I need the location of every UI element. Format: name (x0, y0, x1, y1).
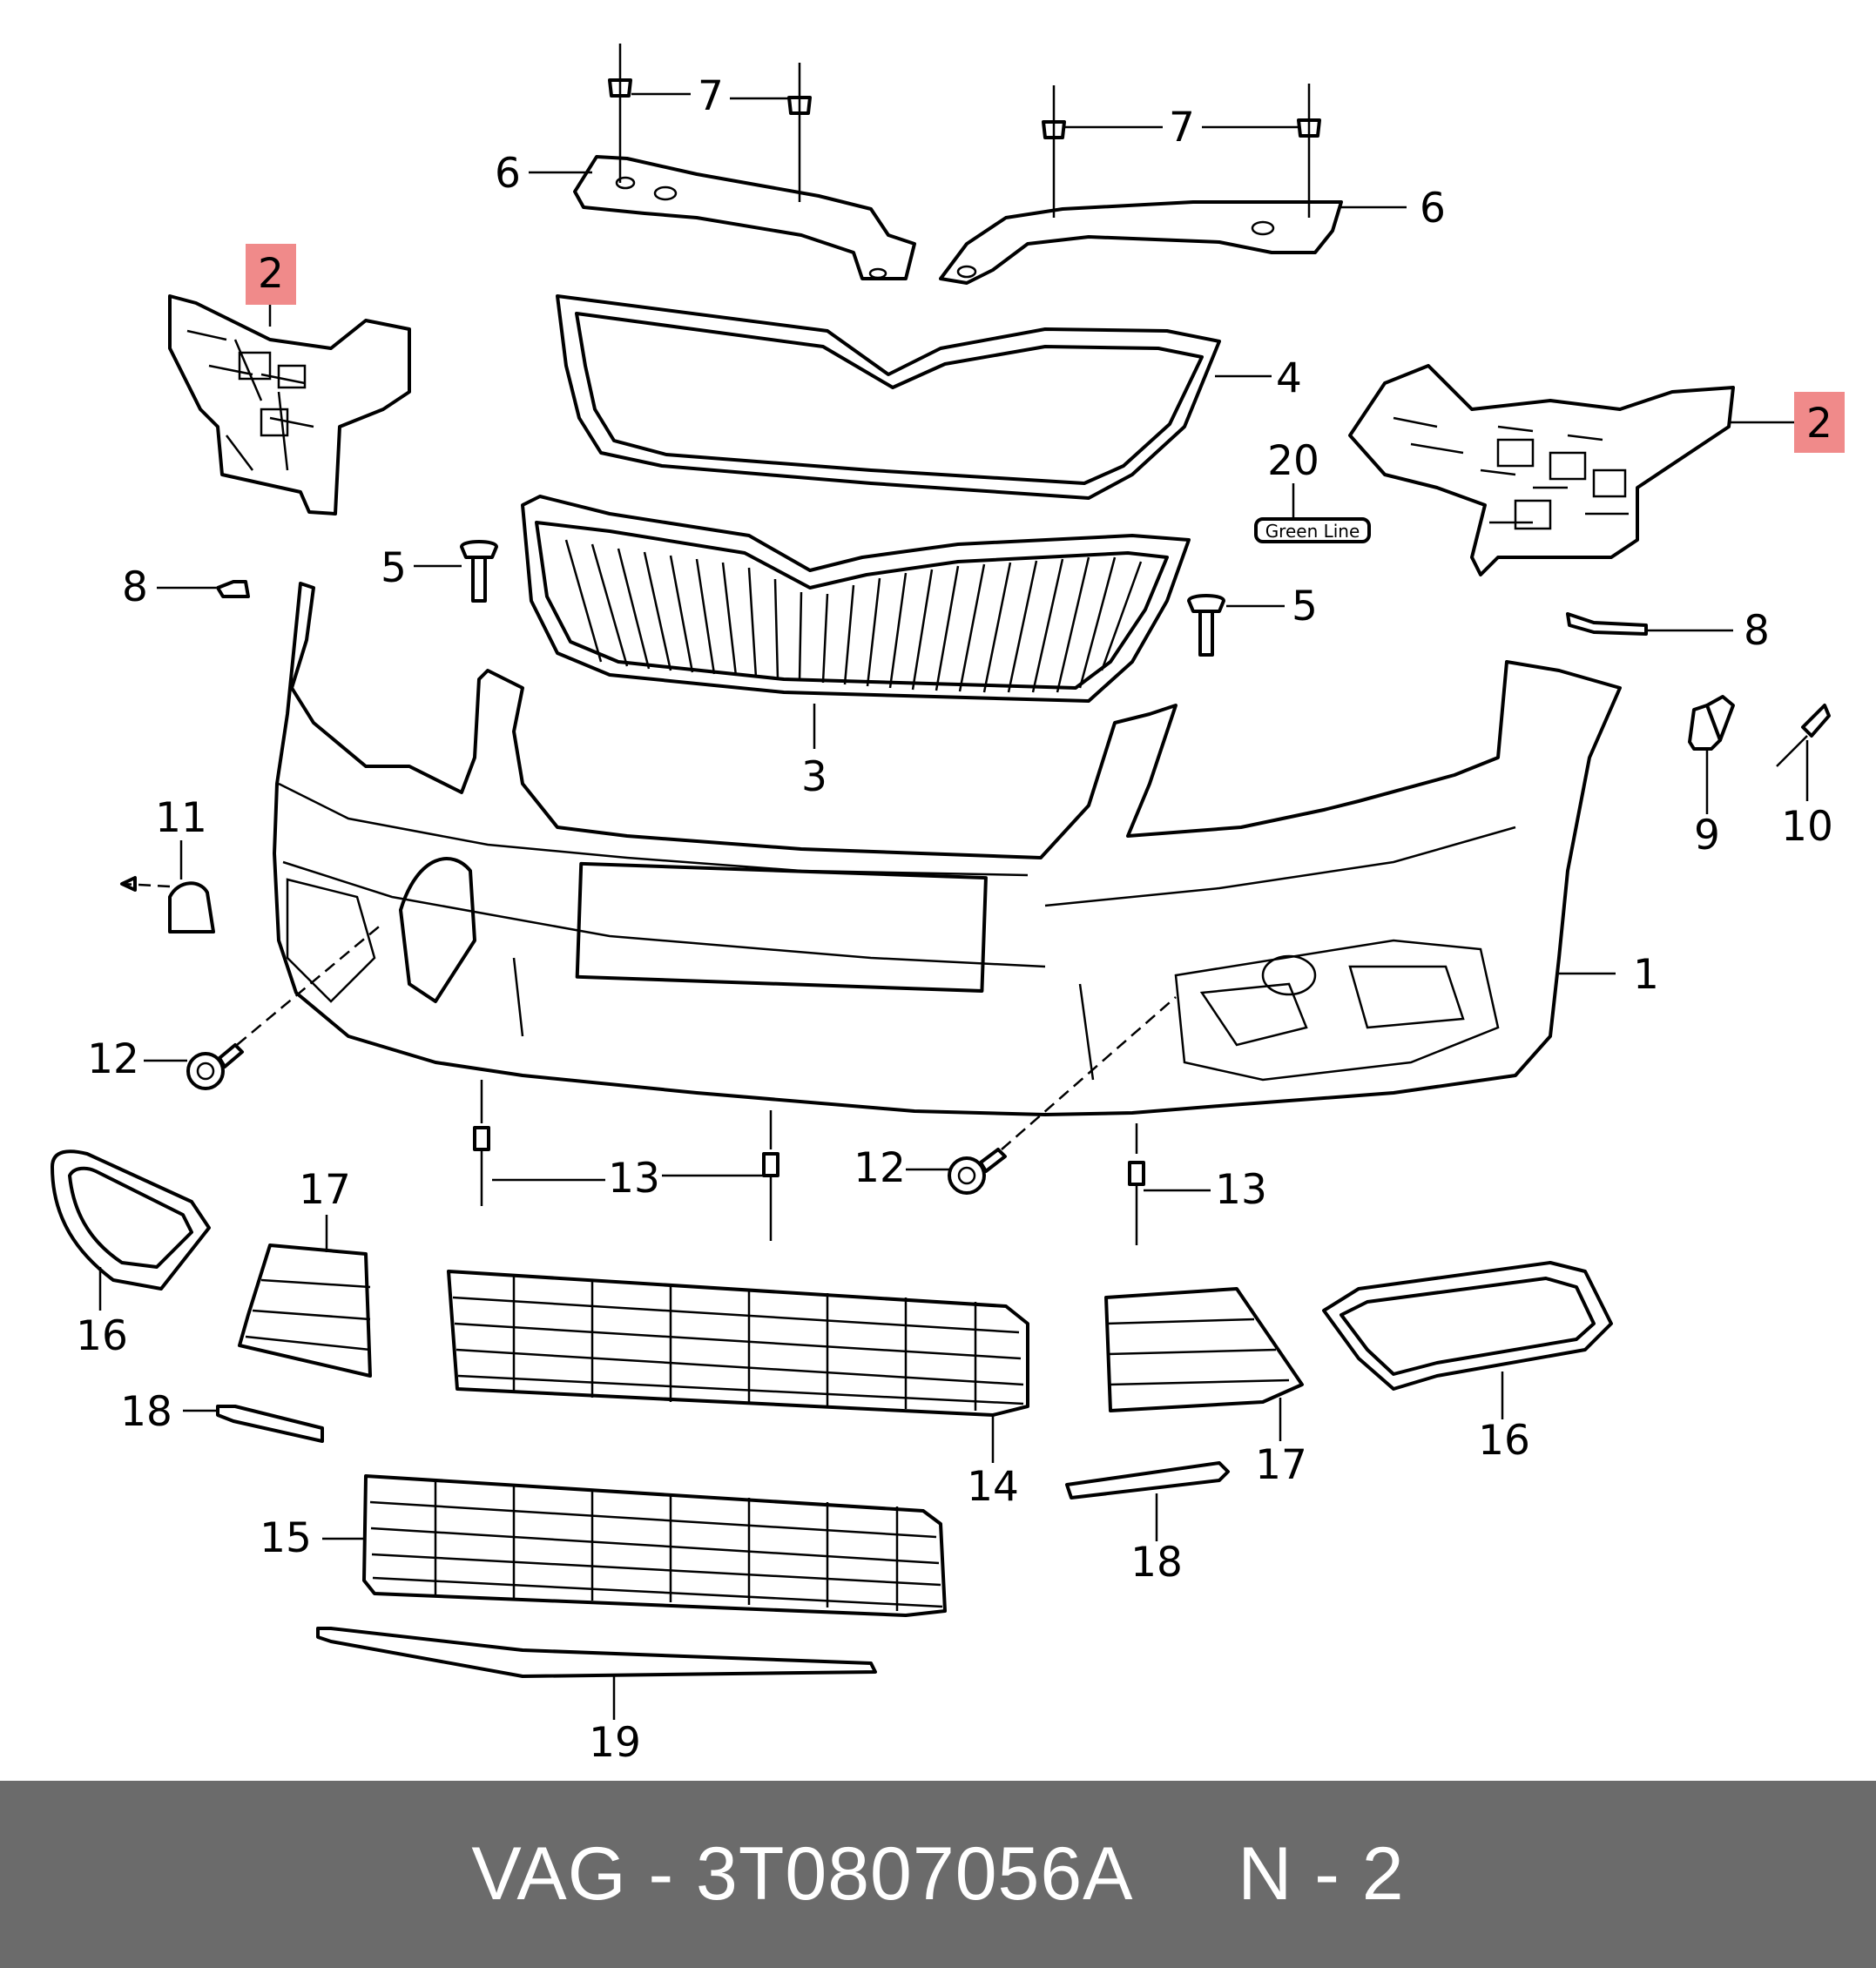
label-7-right: 7 (1169, 104, 1195, 152)
highlight-box-2-left (246, 244, 296, 305)
part-number-text: VAG - 3T0807056A N - 2 (471, 1832, 1405, 1916)
fastener-5-left (460, 540, 498, 603)
label-16-left: 16 (76, 1312, 128, 1360)
label-19: 19 (589, 1719, 641, 1767)
trim-strip-19 (316, 1627, 877, 1678)
part-number-footer: VAG - 3T0807056A N - 2 (0, 1781, 1876, 1968)
cap-11 (120, 876, 215, 933)
label-6-right: 6 (1420, 185, 1446, 233)
fastener-5-right (1187, 594, 1225, 657)
label-7-left: 7 (698, 72, 724, 120)
trim-strip-18-right (1065, 1461, 1230, 1500)
highlight-box-2-right (1794, 392, 1845, 453)
label-17-right: 17 (1255, 1441, 1307, 1489)
label-2-right: 2 (1806, 400, 1832, 448)
label-13-left: 13 (608, 1155, 660, 1203)
label-18-left: 18 (120, 1388, 172, 1436)
label-3: 3 (801, 753, 827, 801)
label-18-right: 18 (1130, 1539, 1183, 1587)
bolt-9 (1688, 695, 1735, 751)
label-8-right: 8 (1744, 607, 1770, 655)
clip-8-left (216, 580, 250, 598)
lower-grille-part (447, 1270, 1029, 1417)
label-5-right: 5 (1292, 583, 1318, 630)
label-1: 1 (1633, 951, 1659, 999)
label-17-left: 17 (299, 1166, 351, 1214)
label-8-left: 8 (122, 563, 148, 611)
bolt-7-d (1297, 84, 1321, 218)
bracket-upper-left-part (573, 155, 916, 280)
green-line-badge: Green Line (1254, 517, 1371, 543)
label-4: 4 (1276, 354, 1302, 402)
bolt-7-b (787, 63, 812, 202)
exploded-parts-diagram: Green Line (51, 44, 1845, 1767)
side-bracket-left-part (168, 294, 411, 516)
grille-insert-right-part (1104, 1287, 1304, 1412)
label-14: 14 (967, 1463, 1019, 1511)
label-12-right: 12 (854, 1144, 906, 1192)
label-13-right: 13 (1215, 1166, 1267, 1214)
label-9: 9 (1694, 812, 1720, 859)
screw-12-right (948, 996, 1177, 1195)
rivet-10 (1776, 704, 1831, 767)
grille-frame-part (556, 294, 1221, 500)
label-12-left: 12 (87, 1035, 139, 1083)
label-15: 15 (260, 1514, 312, 1562)
rivet-13-a (473, 1080, 490, 1206)
bracket-upper-right-part (939, 200, 1343, 285)
lower-center-grille-part (362, 1474, 947, 1617)
label-11: 11 (155, 794, 207, 842)
label-6-left: 6 (495, 150, 521, 198)
bolt-7-c (1042, 85, 1066, 218)
trim-strip-18-left (216, 1405, 324, 1443)
label-10: 10 (1781, 803, 1833, 851)
bolt-7-a (608, 44, 632, 183)
leader-lines (98, 92, 1809, 1720)
grille-insert-left-part (238, 1243, 372, 1378)
radiator-grille-part (521, 495, 1191, 703)
rivet-13-b (762, 1110, 779, 1241)
fog-bezel-right-part (1322, 1261, 1613, 1391)
label-20: 20 (1267, 437, 1319, 485)
clip-8-right (1566, 612, 1648, 636)
callout-labels: 1 2 2 3 4 5 5 6 6 7 7 8 8 9 10 11 12 12 … (76, 72, 1833, 1767)
screw-12-left (186, 922, 384, 1090)
side-bracket-right-part (1348, 364, 1735, 576)
label-2-left: 2 (258, 250, 284, 298)
label-5-left: 5 (381, 544, 407, 592)
label-16-right: 16 (1478, 1417, 1530, 1465)
fog-bezel-left-part (51, 1149, 211, 1291)
rivet-13-c (1128, 1123, 1145, 1245)
bumper-cover-part (273, 582, 1622, 1116)
badge-text: Green Line (1265, 521, 1360, 542)
